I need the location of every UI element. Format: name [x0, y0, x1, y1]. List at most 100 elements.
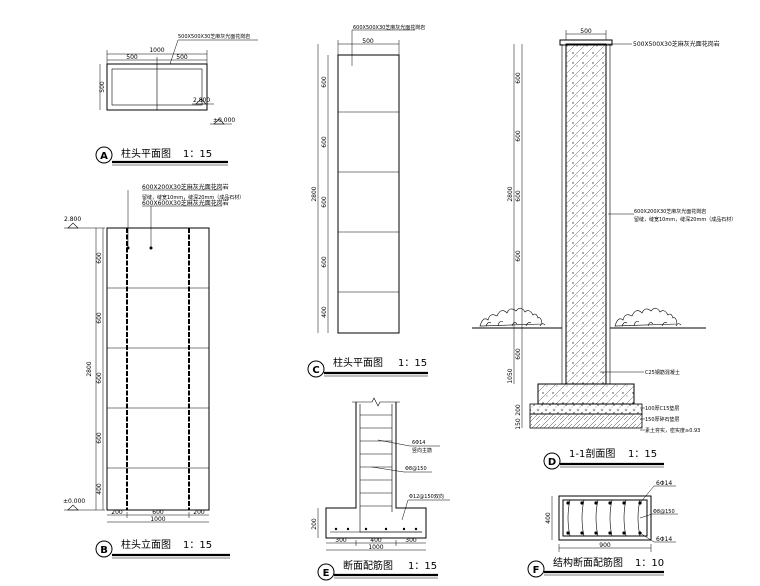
dim-d-lower-2: 200: [515, 404, 522, 416]
dim-c-seg4: 600: [321, 256, 328, 268]
note-d-c15: 100厚C15垫层: [645, 405, 679, 412]
dim-d-seg1: 600: [515, 72, 522, 84]
label-letter-f: F: [533, 565, 540, 576]
panel-f: 6Φ14 Φ8@150 6Φ14 400 900 F 结构断面配筋图 1：10: [527, 480, 678, 578]
beam-section-outline: [558, 495, 652, 541]
dim-e-bottom-3: 300: [405, 537, 417, 544]
dim-b-seg3: 600: [96, 372, 103, 384]
title-d: 1-1剖面图: [569, 447, 615, 460]
gravel-layer: [529, 413, 643, 429]
note-b-3: 600X600X30芝麻灰光面花岗岩: [142, 199, 229, 207]
scale-d: 1：15: [628, 449, 657, 460]
label-e-base: Φ12@150双向: [409, 493, 444, 500]
dim-b-seg2: 600: [96, 312, 103, 324]
dim-d-lower-3: 150: [515, 418, 522, 430]
elevation-marker-top: [67, 222, 79, 229]
label-letter-a: A: [100, 151, 108, 162]
label-circle-a: [95, 146, 113, 164]
dim-d-seg2: 600: [515, 130, 522, 142]
dim-right: 500: [176, 54, 188, 61]
label-f-mid: Φ8@150: [653, 509, 675, 515]
label-circle-d: [543, 452, 561, 470]
note-d-top: 500X500X30芝麻灰光面花岗岩: [633, 40, 720, 48]
note-d-mid1: 600X200X30芝麻灰光面花岗岩: [634, 208, 706, 215]
label-e-bar1: 6Φ14: [412, 440, 425, 446]
note-d-mid2: 留缝，缝宽10mm，缝深20mm（成品石材）: [634, 216, 736, 223]
dim-c-total: 2800: [311, 186, 318, 201]
label-circle-e: [317, 563, 335, 581]
note-d-gravel: 150厚碎石垫层: [645, 416, 680, 423]
shrub-left: [479, 307, 543, 327]
panel-e: 6Φ14 竖向主筋 Φ8@150 Φ12@150双向 200 300 400 3…: [311, 397, 450, 581]
panel-b: 600X200X30芝麻灰光面花岗岩 留缝，缝宽10mm，缝深20mm（成品石材…: [63, 183, 244, 559]
elevation-marker-ground: [67, 504, 79, 511]
dim-side: 500: [99, 81, 106, 93]
title-a: 柱头平面图: [121, 147, 171, 160]
elev-ground: ±0.000: [213, 117, 235, 124]
label-circle-b: [95, 540, 113, 558]
dim-b-bottom-1: 200: [111, 509, 123, 516]
scale-a: 1：15: [183, 149, 212, 160]
dim-f-bottom: 900: [599, 542, 611, 549]
title-e: 断面配筋图: [343, 559, 393, 572]
note-d-soil: 素土夯实，密实度≥0.93: [645, 427, 700, 434]
panel-c: 500 600X500X30芝麻灰光面花岗岩 2800 600 600 600 …: [307, 24, 428, 378]
label-f-top: 6Φ14: [656, 480, 672, 487]
dim-b-total: 2800: [86, 361, 93, 376]
label-f-bottom: 6Φ14: [656, 536, 672, 543]
label-letter-d: D: [548, 457, 556, 468]
label-letter-c: C: [312, 365, 319, 376]
dim-c-seg3: 600: [321, 196, 328, 208]
dim-d-seg3: 600: [515, 190, 522, 202]
dim-b-seg4: 600: [96, 432, 103, 444]
elev-top: 2.800: [193, 97, 210, 104]
scale-c: 1：15: [398, 358, 427, 369]
footing-outline: [325, 402, 427, 539]
scale-e: 1：15: [408, 561, 437, 572]
label-e-stirrup: Φ8@150: [405, 466, 427, 472]
title-c: 柱头平面图: [333, 356, 383, 369]
label-e-bar1b: 竖向主筋: [412, 447, 432, 454]
footing-section: [537, 383, 635, 405]
column-side-outline: [337, 54, 400, 334]
dim-c-top: 500: [362, 38, 374, 45]
label-circle-c: [307, 360, 325, 378]
dim-b-bottom-total: 1000: [150, 516, 165, 523]
title-b: 柱头立面图: [121, 538, 171, 551]
dim-d-lower-1: 1050: [507, 368, 514, 383]
dim-total: 1000: [149, 47, 164, 54]
dim-f-side: 400: [545, 512, 552, 524]
elev-b-top: 2.800: [64, 216, 81, 223]
scale-b: 1：15: [183, 540, 212, 551]
dim-e-bottom-1: 300: [335, 537, 347, 544]
note-d-c25: C25钢筋混凝土: [645, 369, 680, 376]
note-cap-stone: 500X500X30芝麻灰光面花岗岩: [178, 33, 250, 40]
elev-b-ground: ±0.000: [63, 498, 85, 505]
scale-f: 1：10: [635, 558, 664, 569]
dim-b-seg1: 600: [96, 252, 103, 264]
shrub-right: [614, 307, 678, 327]
dim-c-seg5: 400: [321, 306, 328, 318]
note-c: 600X500X30芝麻灰光面花岗岩: [353, 24, 425, 31]
dim-c-seg2: 600: [321, 136, 328, 148]
dim-d-total: 2800: [507, 186, 514, 201]
dim-e-side: 200: [311, 518, 318, 530]
title-f: 结构断面配筋图: [553, 556, 623, 569]
column-section: [565, 43, 607, 385]
cap-stone: [559, 39, 613, 46]
note-b-1: 600X200X30芝麻灰光面花岗岩: [142, 183, 229, 191]
c15-layer: [529, 403, 643, 415]
note-b-2: 留缝，缝宽10mm，缝深20mm（成品石材）: [142, 194, 244, 201]
dim-d-top: 500: [580, 28, 592, 35]
column-elevation-outline: [106, 227, 210, 511]
label-letter-e: E: [323, 568, 330, 579]
label-letter-b: B: [100, 545, 108, 556]
panel-a: 1000 500 500 500 500X500X30芝麻灰光面花岗岩 2.80…: [95, 33, 258, 166]
label-circle-f: [527, 560, 545, 578]
dim-c-seg1: 600: [321, 76, 328, 88]
dim-e-bottom-total: 1000: [368, 544, 383, 551]
dim-left: 500: [126, 54, 138, 61]
dim-e-bottom-2: 400: [370, 537, 382, 544]
dim-b-seg5: 400: [96, 483, 103, 495]
